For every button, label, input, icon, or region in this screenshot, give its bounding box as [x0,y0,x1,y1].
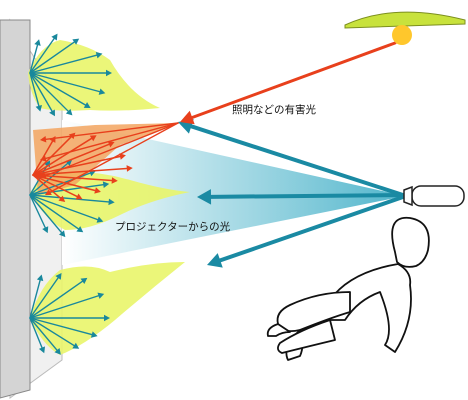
harmful-reflection-arrow [40,122,179,143]
diffuse-reflection-arrows [29,33,115,355]
reflection-arrow [29,317,46,354]
reflection-arrow [29,72,73,116]
seated-person-icon [266,216,430,361]
harmful-reflection-arrow [32,141,115,176]
harmful-reflection-arrow [40,122,179,179]
reflection-arrow [29,194,84,233]
projector-beam-arrow [207,195,405,268]
harmful-reflection-arrow [40,122,179,162]
reflection-arrow [29,51,103,74]
reflection-arrow [29,317,80,349]
reflection-arrow [29,194,104,223]
harmful-reflection-arrow [45,122,179,196]
reflection-arrow [29,72,55,117]
projector-icon [403,185,465,207]
reflection-arrow [29,181,110,196]
reflection-arrow [29,314,110,322]
reflection-arrow [29,39,41,74]
reflection-arrow [29,194,115,206]
harmful-light-ray [180,41,397,125]
wall-face [0,19,31,399]
diffuse-lobe-3 [30,262,185,355]
reflection-arrow [29,194,66,238]
harmful-reflection-arrow [32,135,97,176]
reflection-arrow [29,277,88,319]
reflection-arrow [29,194,49,234]
reflection-arrow [29,33,58,74]
harmful-reflection-arrows [32,122,179,202]
diffuse-lobe-1 [28,40,160,111]
reflection-arrow [29,72,91,108]
lamp-shade [344,11,466,29]
ceiling-lamp-icon [344,11,466,45]
harmful-light-label: 照明などの有害光 [232,103,316,116]
reflection-arrow [29,69,112,77]
reflection-arrow [29,72,106,95]
lamp-bulb [392,25,412,45]
harmful-reflection-arrow [32,174,83,200]
reflection-arrow [29,272,62,319]
harmful-reflection-arrow [32,153,126,176]
reflection-arrow [29,38,80,74]
harmful-reflection-arrow [32,174,66,202]
reflection-arrow [29,274,44,319]
harmful-ray-arrow [180,41,397,125]
reflection-arrow [29,72,42,112]
projection-cone [62,120,405,265]
projector-light-label: プロジェクターからの光 [115,220,231,233]
reflection-arrow [29,317,61,355]
projector-beam-arrow [197,189,405,205]
reflection-arrow [29,317,98,338]
reflection-arrow [29,292,105,319]
